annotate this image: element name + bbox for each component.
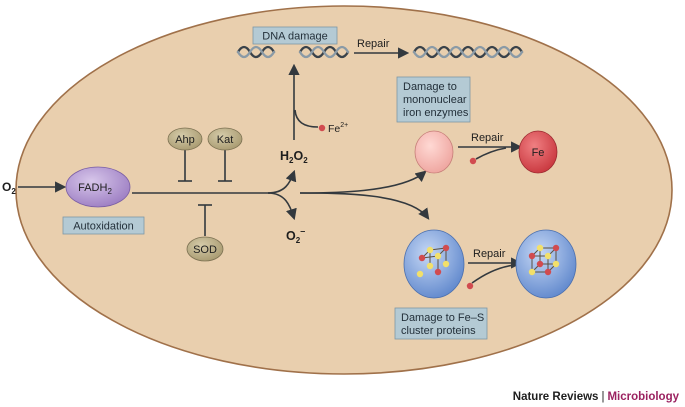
mono-damaged-protein — [414, 130, 454, 174]
fadh2-node: FADH2 — [65, 166, 131, 208]
autoxidation-box: Autoxidation — [62, 216, 145, 235]
journal-credit: Nature Reviews|Microbiology — [513, 391, 679, 403]
dna-helix-damaged — [236, 45, 350, 59]
to-fes-arrow — [299, 192, 430, 220]
mono-iron-curve — [475, 147, 507, 160]
journal-name: Nature Reviews — [512, 391, 599, 403]
mono-iron-dot — [469, 157, 477, 165]
fes-repair-label: Repair — [473, 248, 506, 260]
autoxidation-label: Autoxidation — [73, 221, 134, 233]
svg-text:FADH2: FADH2 — [78, 182, 112, 196]
dna-damage-label: DNA damage — [262, 31, 327, 43]
pathway-arrows — [18, 47, 523, 284]
h2o2-label: H2O2 — [280, 149, 308, 165]
dna-damage-box: DNA damage — [252, 26, 338, 45]
journal-section: Microbiology — [607, 391, 679, 403]
fes-repaired-protein — [515, 229, 577, 299]
superoxide-label: O2– — [286, 226, 305, 245]
credit-separator: | — [601, 391, 605, 403]
fe2-join-curve — [294, 109, 319, 128]
fe-label: Fe — [532, 147, 545, 159]
dna-repair-label: Repair — [357, 38, 390, 50]
fes-iron-dot — [466, 282, 474, 290]
sod-enzyme: SOD — [186, 236, 224, 262]
fe2-label: Fe2+ — [328, 122, 348, 135]
cell-ellipse — [15, 5, 673, 375]
kat-label: Kat — [217, 134, 234, 146]
o2-input-label: O2 — [2, 180, 16, 196]
mono-damage-box: Damage to mononuclear iron enzymes — [396, 76, 471, 123]
sod-label: SOD — [193, 244, 217, 256]
fadh-subscript: 2 — [107, 187, 112, 196]
fadh-label: FADH — [78, 182, 107, 194]
mono-repair-label: Repair — [471, 132, 504, 144]
fe2-dot — [318, 124, 326, 132]
mono-damage-line-1: Damage to — [403, 81, 457, 93]
fes-damaged-protein — [403, 229, 465, 299]
kat-enzyme: Kat — [207, 127, 243, 151]
ahp-enzyme: Ahp — [167, 127, 203, 151]
to-superoxide-arrow — [267, 192, 297, 221]
ahp-label: Ahp — [175, 134, 195, 146]
dna-helix-repaired — [412, 45, 524, 59]
fes-damage-line-2: cluster proteins — [401, 325, 476, 337]
fes-damage-box: Damage to Fe–S cluster proteins — [394, 307, 488, 340]
mono-damage-line-3: iron enzymes — [403, 107, 469, 119]
fes-damage-line-1: Damage to Fe–S — [401, 312, 484, 324]
mono-repaired-protein: Fe — [518, 130, 558, 174]
fes-iron-curve — [471, 264, 516, 284]
mono-damage-line-2: mononuclear — [403, 94, 467, 106]
